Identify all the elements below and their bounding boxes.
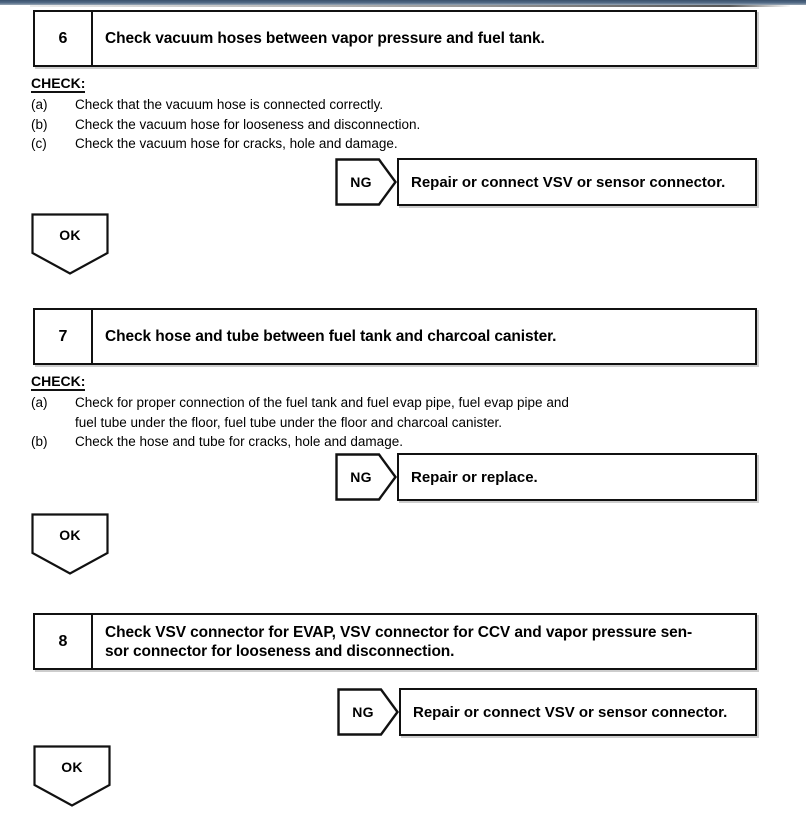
- check-item-text: Check that the vacuum hose is connected …: [75, 97, 384, 112]
- ok-label-7: OK: [59, 527, 81, 543]
- step-box-7: 7 Check hose and tube between fuel tank …: [33, 308, 757, 365]
- ng-branch-6: NG Repair or connect VSV or sensor conne…: [335, 158, 757, 206]
- scan-edge-artifact-line: [30, 5, 790, 7]
- check-item: (a) Check for proper connection of the f…: [31, 393, 681, 432]
- ok-connector-6: OK: [31, 213, 109, 275]
- check-item-text: Check for proper connection of the fuel …: [75, 393, 681, 432]
- check-item-key: (b): [31, 116, 48, 132]
- check-item-key: (a): [31, 97, 48, 112]
- step-title-6: Check vacuum hoses between vapor pressur…: [105, 30, 545, 47]
- ng-branch-8: NG Repair or connect VSV or sensor conne…: [337, 688, 757, 736]
- step-title-8: Check VSV connector for EVAP, VSV connec…: [93, 615, 755, 668]
- check-item-key: (c): [31, 136, 47, 151]
- check-block-6: CHECK: (a) Check that the vacuum hose is…: [31, 74, 551, 154]
- ng-result-box-6: Repair or connect VSV or sensor connecto…: [397, 158, 757, 206]
- step-title-8-line1: Check VSV connector for EVAP, VSV connec…: [105, 623, 693, 641]
- ok-connector-7: OK: [31, 513, 109, 575]
- check-item-text: Check the hose and tube for cracks, hole…: [75, 434, 403, 449]
- check-label-6: CHECK:: [31, 75, 86, 93]
- check-item: (a) Check that the vacuum hose is connec…: [31, 95, 551, 115]
- check-item: (b) Check the hose and tube for cracks, …: [31, 432, 681, 452]
- step-number-8: 8: [35, 615, 93, 668]
- ng-label-6: NG: [350, 174, 372, 190]
- step-title-8-line2: sor connector for looseness and disconne…: [105, 642, 455, 660]
- ng-result-box-7: Repair or replace.: [397, 453, 757, 501]
- step-number-6: 6: [35, 12, 93, 65]
- ok-label-6: OK: [59, 227, 81, 243]
- ok-connector-8: OK: [33, 745, 111, 807]
- scan-edge-artifact: [0, 0, 806, 5]
- step-box-8: 8 Check VSV connector for EVAP, VSV conn…: [33, 613, 757, 670]
- check-item-text: Check the vacuum hose for looseness and …: [75, 116, 421, 132]
- check-item-text: Check the vacuum hose for cracks, hole a…: [75, 136, 398, 151]
- check-item: (b) Check the vacuum hose for looseness …: [31, 115, 551, 135]
- ng-result-box-8: Repair or connect VSV or sensor connecto…: [399, 688, 757, 736]
- check-item-key: (b): [31, 434, 48, 449]
- check-block-7: CHECK: (a) Check for proper connection o…: [31, 372, 681, 452]
- ng-arrow-tag-8: NG: [337, 688, 399, 736]
- check-item: (c) Check the vacuum hose for cracks, ho…: [31, 134, 551, 154]
- ng-label-8: NG: [352, 704, 374, 720]
- check-item-key: (a): [31, 395, 48, 410]
- ng-label-7: NG: [350, 469, 372, 485]
- ng-arrow-tag-6: NG: [335, 158, 397, 206]
- ok-label-8: OK: [61, 759, 83, 775]
- step-box-6: 6 Check vacuum hoses between vapor press…: [33, 10, 757, 67]
- step-title-7: Check hose and tube between fuel tank an…: [105, 328, 557, 345]
- check-item-text-line1: Check for proper connection of the fuel …: [75, 395, 569, 410]
- check-item-text-line2: fuel tube under the floor, fuel tube und…: [75, 414, 503, 430]
- ng-arrow-tag-7: NG: [335, 453, 397, 501]
- step-number-7: 7: [35, 310, 93, 363]
- ng-branch-7: NG Repair or replace.: [335, 453, 757, 501]
- check-label-7: CHECK:: [31, 373, 86, 391]
